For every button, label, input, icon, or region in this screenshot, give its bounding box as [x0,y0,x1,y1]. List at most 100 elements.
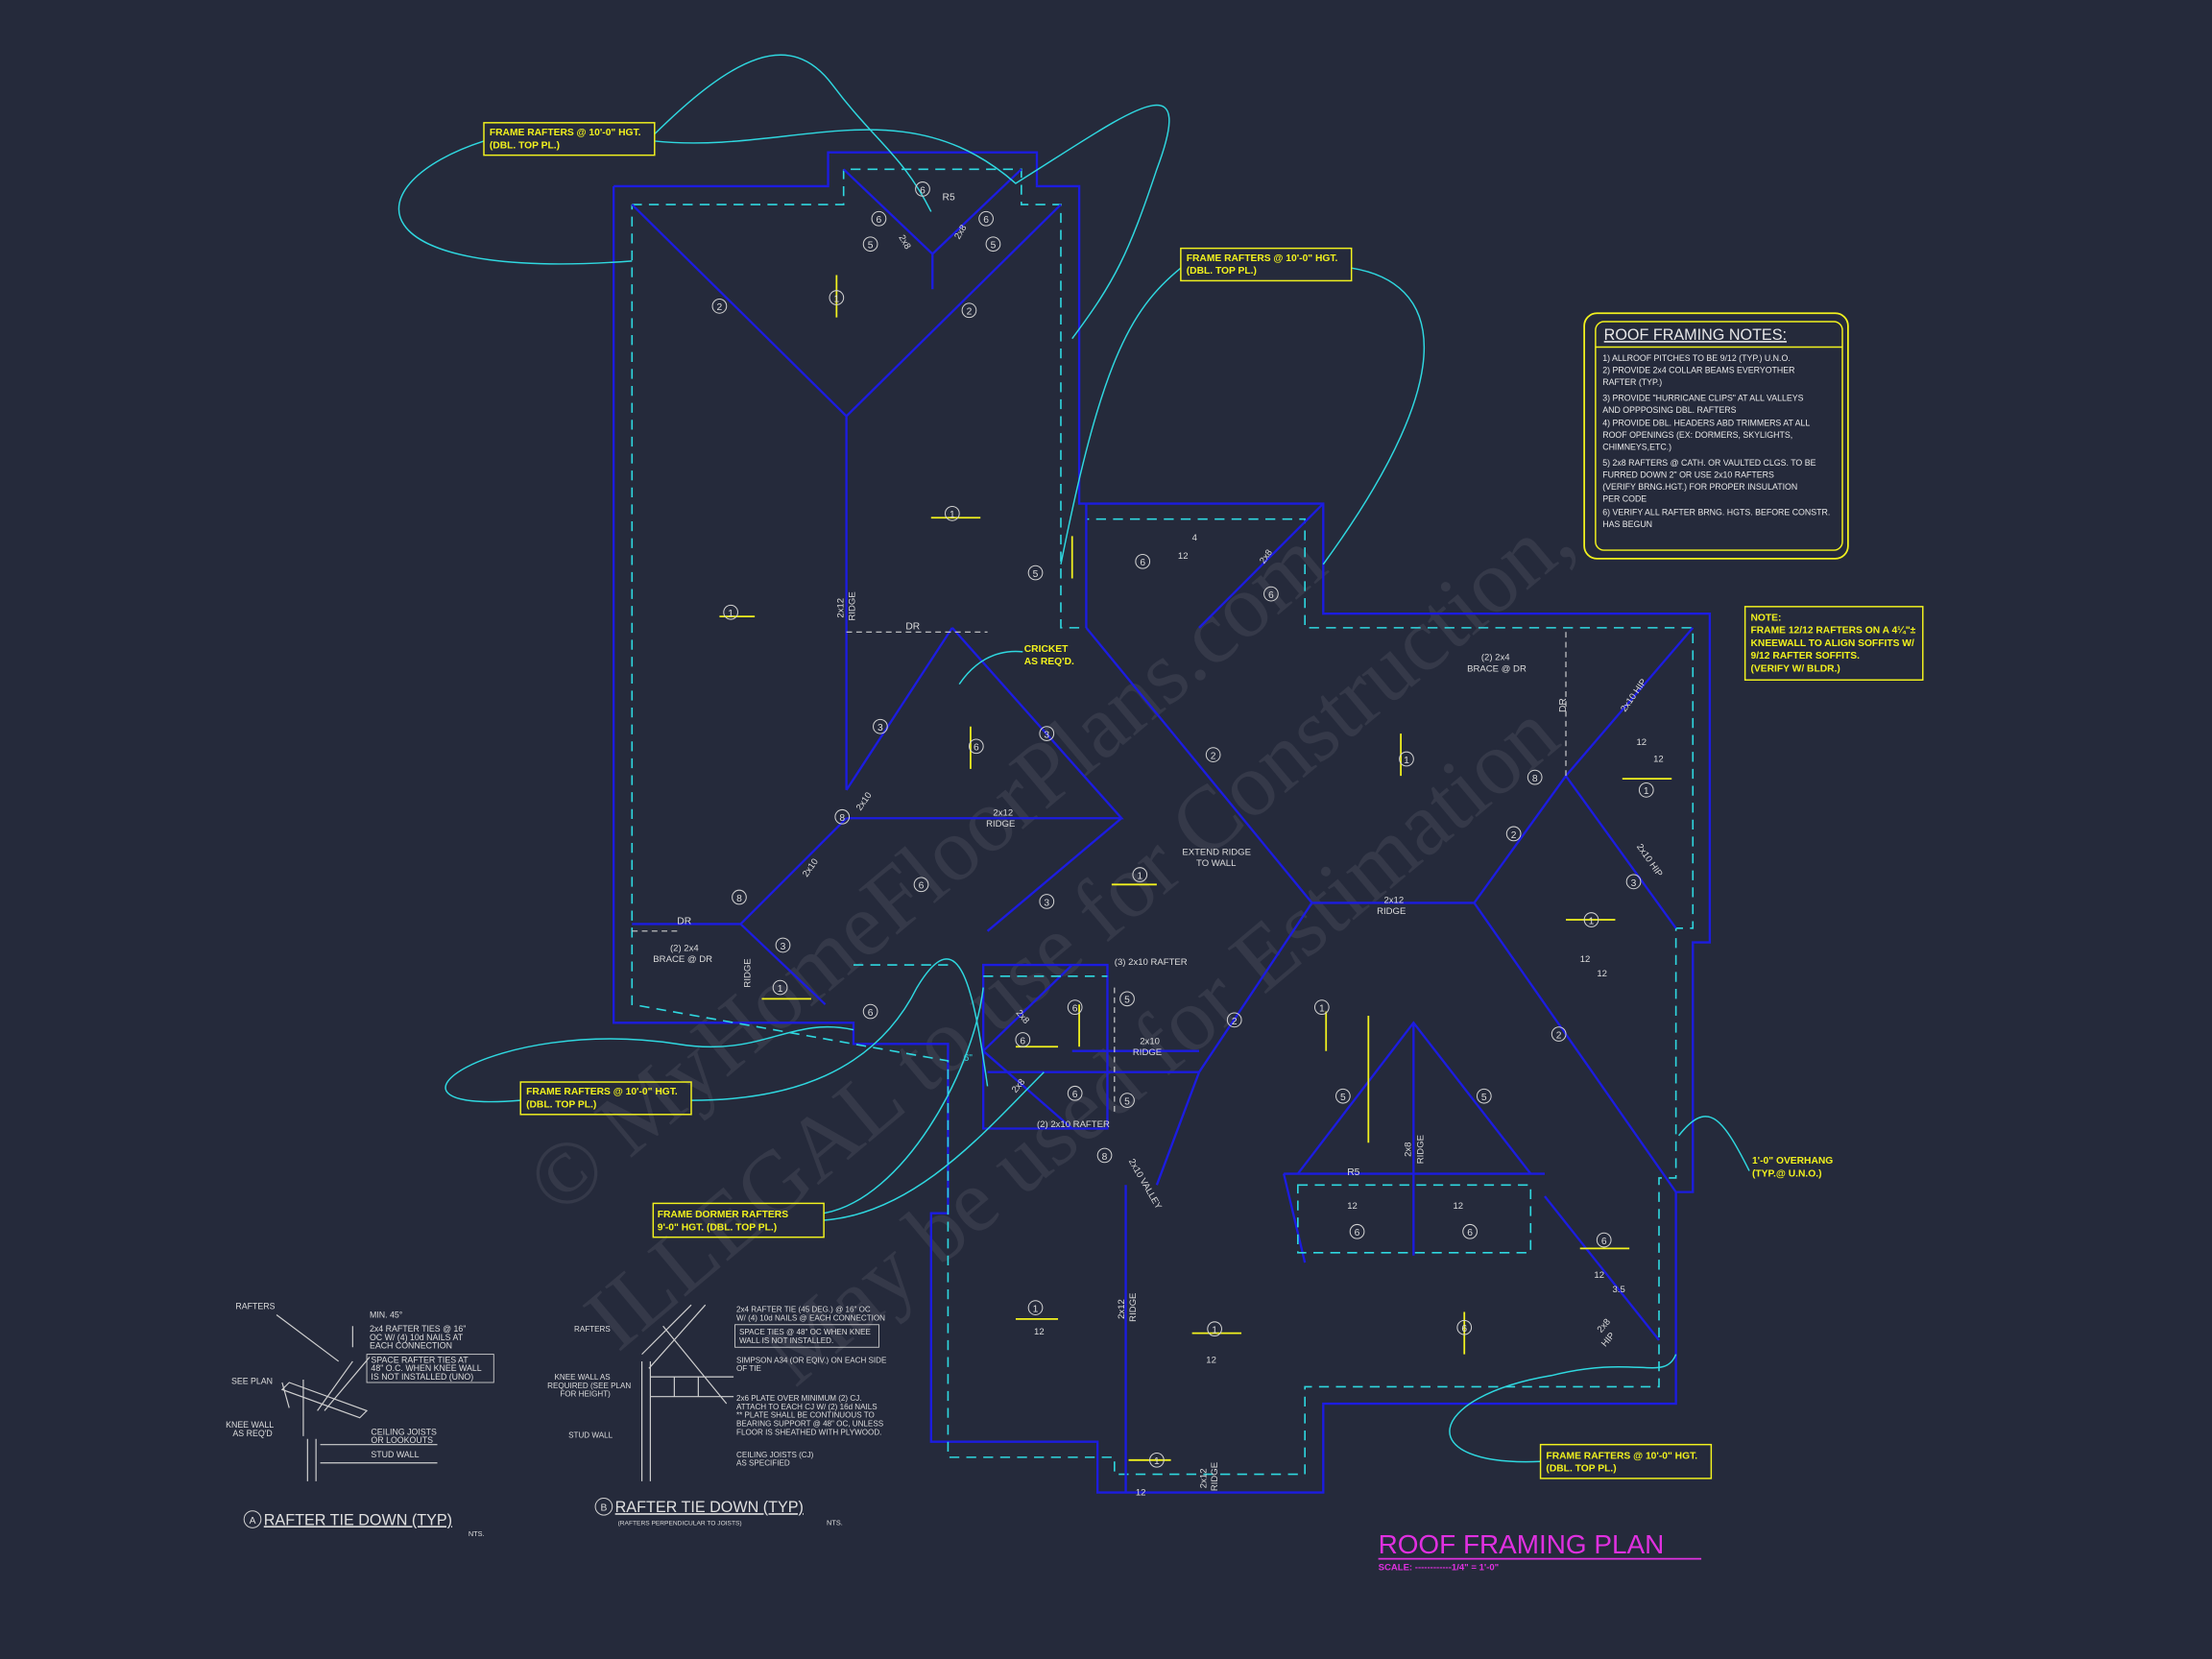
callout-frame-rafters: FRAME RAFTERS @ 10'-0" HGT. (DBL. TOP PL… [1180,247,1353,282]
svg-text:6: 6 [1461,1324,1467,1334]
marker-6: 6 [1067,999,1083,1016]
svg-text:6: 6 [919,881,925,892]
svg-text:(VERIFY BRNG.HGT.) FOR PROPER: (VERIFY BRNG.HGT.) FOR PROPER INSULATION [1602,482,1797,492]
marker-6: 6 [1462,1223,1478,1239]
svg-text:5) 2x8 RAFTERS @ CATH. OR VAUL: 5) 2x8 RAFTERS @ CATH. OR VAULTED CLGS. … [1602,458,1815,468]
rafter-label: (2) 2x10 RAFTER [1037,1119,1110,1130]
ridge-label: 2x12 [1198,1469,1209,1489]
svg-text:1: 1 [1319,1004,1325,1015]
brace-label: BRACE @ DR [1467,663,1527,674]
svg-text:2x4 RAFTER TIES @ 16": 2x4 RAFTER TIES @ 16" [370,1324,466,1334]
svg-text:CEILING JOISTS: CEILING JOISTS [371,1427,437,1436]
svg-text:FLOOR IS SHEATHED WITH PLYWOOD: FLOOR IS SHEATHED WITH PLYWOOD. [736,1428,881,1436]
svg-text:AS SPECIFIED: AS SPECIFIED [736,1459,790,1468]
marker-5: 5 [985,236,1001,252]
svg-text:FRAME 12/12 RAFTERS ON A 4¼"±: FRAME 12/12 RAFTERS ON A 4¼"± [1751,626,1916,637]
marker-3: 3 [1039,894,1055,909]
ridge-label: 2x12 [836,598,847,618]
svg-text:5: 5 [1340,1093,1346,1103]
marker-6: 6 [1263,586,1279,602]
svg-text:W/ (4) 10d NAILS @ EACH CONNEC: W/ (4) 10d NAILS @ EACH CONNECTION [736,1313,885,1322]
pitch-label: 12 [1580,954,1591,965]
svg-text:REQUIRED (SEE PLAN: REQUIRED (SEE PLAN [547,1382,631,1390]
callout-frame-rafters: FRAME RAFTERS @ 10'-0" HGT. (DBL. TOP PL… [519,1081,692,1116]
svg-text:AS REQ'D: AS REQ'D [232,1429,272,1438]
svg-text:48" O.C. WHEN KNEE WALL: 48" O.C. WHEN KNEE WALL [371,1363,481,1373]
dimension-label: 6" [964,1053,974,1064]
svg-text:1: 1 [833,294,839,304]
side-note: NOTE: FRAME 12/12 RAFTERS ON A 4¼"± KNEE… [1743,606,1924,681]
svg-text:6: 6 [1355,1228,1360,1238]
brace-label: (2) 2x4 [1481,653,1510,663]
marker-8: 8 [1527,769,1543,785]
svg-text:BEARING SUPPORT @ 48" OC, UNLE: BEARING SUPPORT @ 48" OC, UNLESS [736,1420,884,1429]
svg-text:STUD WALL: STUD WALL [371,1450,419,1459]
extend-ridge-label: EXTEND RIDGE [1182,847,1251,857]
svg-text:RAFTER TIE DOWN (TYP): RAFTER TIE DOWN (TYP) [264,1511,452,1528]
pitch-label: 12 [1136,1488,1146,1499]
svg-text:(DBL. TOP PL.): (DBL. TOP PL.) [1546,1464,1616,1475]
ridge-label: 2x10 [1140,1036,1160,1046]
leader-lines [397,54,1750,1463]
svg-text:6: 6 [1072,1004,1078,1015]
dr-label: DR [1558,698,1569,712]
svg-text:RAFTER (TYP.): RAFTER (TYP.) [1602,377,1662,387]
marker-3: 3 [1039,726,1055,741]
svg-text:4) PROVIDE DBL. HEADERS ABD TR: 4) PROVIDE DBL. HEADERS ABD TRIMMERS AT … [1602,419,1810,428]
marker-1: 1 [1027,1300,1044,1315]
svg-text:HAS BEGUN: HAS BEGUN [1602,519,1652,529]
svg-text:EACH CONNECTION: EACH CONNECTION [370,1341,452,1351]
dr-label: DR [905,621,920,632]
roof-framing-notes: ROOF FRAMING NOTES: 1) ALLROOF PITCHES T… [1583,312,1849,560]
svg-text:SPACE RAFTER TIES AT: SPACE RAFTER TIES AT [371,1355,469,1364]
marker-1: 1 [1638,781,1654,798]
svg-text:IS NOT INSTALLED (UNO): IS NOT INSTALLED (UNO) [371,1372,473,1382]
marker-6: 6 [978,210,994,227]
svg-text:FRAME RAFTERS @ 10'-0" HGT.: FRAME RAFTERS @ 10'-0" HGT. [490,128,641,138]
svg-text:STUD WALL: STUD WALL [568,1431,613,1439]
marker-6: 6 [968,738,984,755]
marker-5: 5 [1334,1088,1351,1104]
svg-text:2: 2 [1232,1017,1238,1027]
marker-6: 6 [1067,1085,1083,1101]
dormer-lines [981,963,1199,1130]
ridge-label: 2x12 [993,807,1013,818]
svg-text:6: 6 [1268,590,1274,601]
svg-text:OR LOOKOUTS: OR LOOKOUTS [371,1435,433,1445]
svg-text:2: 2 [1556,1030,1562,1041]
callout-dormer-rafters: FRAME DORMER RAFTERS 9'-0" HGT. (DBL. TO… [652,1202,825,1238]
marker-2: 2 [1205,747,1221,762]
svg-text:FOR HEIGHT): FOR HEIGHT) [560,1390,611,1399]
svg-text:8: 8 [839,813,845,824]
marker-2: 2 [1551,1026,1567,1042]
svg-text:1: 1 [1212,1326,1217,1336]
svg-text:PER CODE: PER CODE [1602,493,1647,503]
svg-text:NTS.: NTS. [469,1529,485,1538]
svg-text:RAFTERS: RAFTERS [235,1302,275,1311]
marker-8: 8 [834,808,851,825]
svg-text:2) PROVIDE 2x4 COLLAR BEAMS EV: 2) PROVIDE 2x4 COLLAR BEAMS EVERYOTHER [1602,366,1794,375]
marker-5: 5 [1119,1093,1135,1108]
svg-text:(RAFTERS PERPENDICULAR TO JOIS: (RAFTERS PERPENDICULAR TO JOISTS) [618,1520,742,1527]
marker-1: 1 [1149,1452,1165,1468]
pitch-label: 12 [1597,969,1607,979]
marker-5: 5 [1119,991,1135,1007]
pitch-label: 12 [1453,1201,1463,1212]
svg-text:SPACE TIES @ 48" OC WHEN KNEE: SPACE TIES @ 48" OC WHEN KNEE [739,1328,872,1336]
svg-text:RAFTER TIE DOWN (TYP): RAFTER TIE DOWN (TYP) [615,1499,804,1516]
ridge-label: RIDGE [1210,1462,1220,1491]
svg-text:OC W/ (4) 10d NAILS AT: OC W/ (4) 10d NAILS AT [370,1333,464,1342]
brace-label: (2) 2x4 [670,943,699,953]
svg-text:5: 5 [1481,1093,1487,1103]
scale-text: SCALE: ------------1/4" = 1'-0" [1379,1562,1500,1573]
ridge-label: 2x12 [1383,895,1404,905]
pitch-label: 12 [1594,1270,1604,1281]
extend-ridge-label: TO WALL [1196,858,1236,869]
ridge-label: RIDGE [1416,1135,1427,1164]
drawing-title: ROOF FRAMING PLAN SCALE: ------------1/4… [1379,1529,1702,1573]
svg-text:3: 3 [1631,878,1637,889]
svg-text:6) VERIFY ALL RAFTER BRNG. HGT: 6) VERIFY ALL RAFTER BRNG. HGTS. BEFORE … [1602,507,1830,517]
marker-1: 1 [829,290,845,305]
pitch-label: 12 [1347,1201,1358,1212]
